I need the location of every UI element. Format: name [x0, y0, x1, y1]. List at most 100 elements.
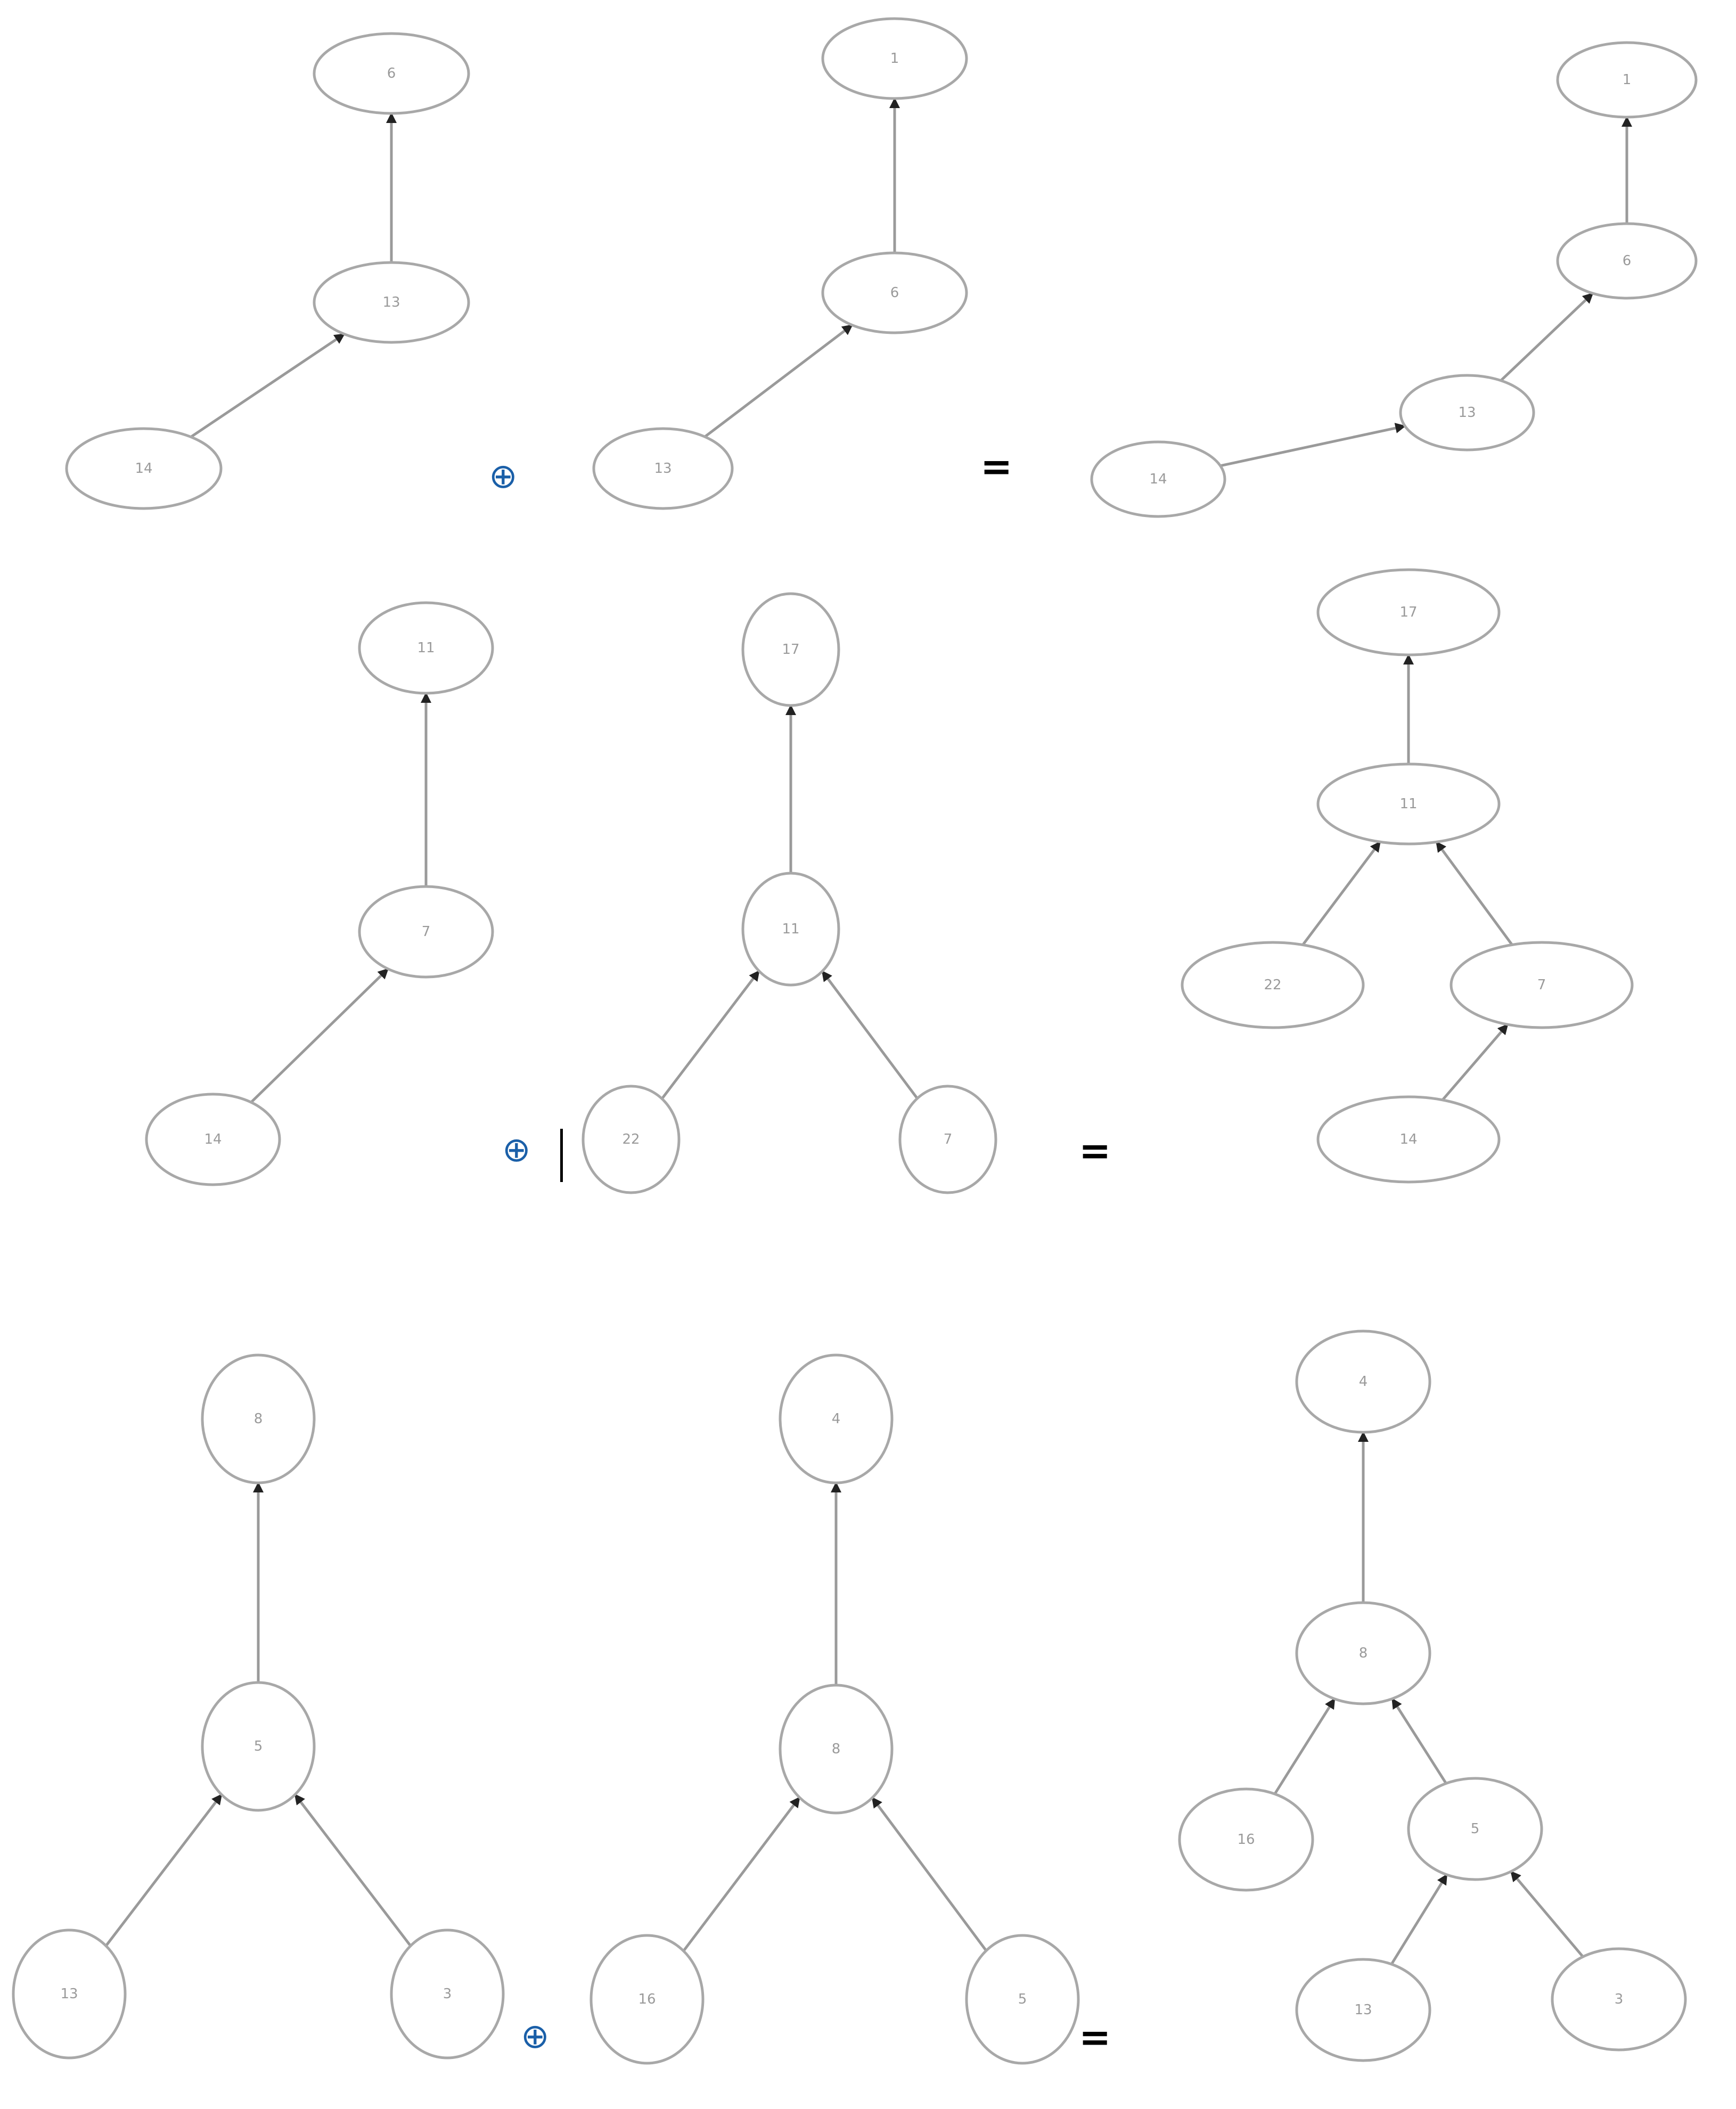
node-ellipse — [1181, 941, 1365, 1029]
node-label: 11 — [1399, 796, 1417, 812]
node-ellipse — [1407, 1777, 1543, 1881]
tree-node: 16 — [1178, 1787, 1314, 1892]
node-ellipse — [1295, 1330, 1431, 1434]
node-ellipse — [1551, 1947, 1687, 2051]
tree-node: 6 — [1556, 222, 1698, 300]
tree-node: 3 — [1551, 1947, 1687, 2051]
node-label: 1 — [1623, 72, 1632, 88]
node-ellipse — [821, 251, 968, 334]
tree-node: 13 — [12, 1929, 127, 2059]
text-cursor — [560, 1129, 563, 1182]
node-label: 22 — [1264, 977, 1281, 993]
equals-sign: = — [1079, 1128, 1111, 1173]
node-ellipse — [1090, 440, 1226, 518]
tree-edge-arrow — [821, 970, 919, 1099]
node-ellipse — [65, 427, 223, 510]
node-label: 5 — [254, 1738, 263, 1754]
node-label: 7 — [944, 1131, 953, 1147]
tree-edge-arrow — [661, 970, 760, 1100]
tree-node: 8 — [201, 1353, 316, 1484]
node-ellipse — [965, 1934, 1080, 2065]
node-label: 11 — [782, 921, 799, 937]
tree-edge-arrow — [1390, 1874, 1448, 1965]
tree-edge-arrow — [1500, 292, 1594, 382]
tree-edge-arrow — [682, 1796, 801, 1952]
tree-node: 6 — [821, 251, 968, 334]
node-label: 3 — [1615, 1991, 1624, 2007]
node-ellipse — [1316, 1095, 1501, 1184]
tree-edge-arrow — [871, 1796, 987, 1952]
edges-layer — [105, 97, 1632, 1965]
node-ellipse — [1178, 1787, 1314, 1892]
tree-node: 11 — [741, 872, 840, 987]
node-label: 3 — [443, 1986, 452, 2002]
node-label: 8 — [1359, 1645, 1368, 1661]
node-ellipse — [589, 1934, 705, 2065]
node-ellipse — [1399, 374, 1535, 452]
tree-edge-arrow — [1435, 841, 1513, 946]
node-ellipse — [201, 1353, 316, 1484]
node-label: 8 — [832, 1741, 841, 1757]
node-label: 16 — [638, 1991, 656, 2007]
tree-node: 3 — [390, 1929, 505, 2059]
tree-node: 22 — [582, 1085, 681, 1194]
node-ellipse — [12, 1929, 127, 2059]
node-ellipse — [779, 1684, 894, 1815]
equals-sign: = — [980, 444, 1013, 489]
node-label: 17 — [1399, 604, 1417, 620]
node-label: 22 — [622, 1131, 640, 1147]
tree-node: 5 — [201, 1681, 316, 1812]
tree-edge-arrow — [1301, 841, 1381, 946]
node-label: 13 — [654, 461, 672, 477]
merge-operator-icon: ⊕ — [502, 1130, 531, 1170]
equals-sign: = — [1079, 2015, 1111, 2059]
merge-operator-icon: ⊕ — [521, 2017, 550, 2056]
node-label: 13 — [60, 1986, 78, 2002]
tree-node: 4 — [1295, 1330, 1431, 1434]
tree-node: 13 — [313, 261, 470, 344]
node-label: 7 — [422, 924, 431, 940]
tree-node: 7 — [358, 885, 494, 979]
tree-edge-arrow — [1220, 423, 1406, 467]
node-label: 4 — [832, 1411, 841, 1427]
node-label: 7 — [1537, 977, 1546, 993]
node-ellipse — [201, 1681, 316, 1812]
node-label: 5 — [1018, 1991, 1027, 2007]
tree-node: 13 — [1295, 1958, 1431, 2062]
node-label: 14 — [1399, 1131, 1417, 1147]
node-label: 11 — [417, 640, 435, 656]
node-ellipse — [1556, 222, 1698, 300]
tree-node: 8 — [1295, 1601, 1431, 1705]
node-ellipse — [592, 427, 734, 510]
tree-node: 13 — [1399, 374, 1535, 452]
tree-node: 1 — [1556, 41, 1698, 119]
tree-node: 16 — [589, 1934, 705, 2065]
node-ellipse — [779, 1353, 894, 1484]
node-ellipse — [821, 17, 968, 100]
node-ellipse — [1295, 1958, 1431, 2062]
node-ellipse — [313, 261, 470, 344]
tree-node: 11 — [1316, 762, 1501, 846]
node-ellipse — [741, 592, 840, 707]
tree-node: 5 — [1407, 1777, 1543, 1881]
tree-edge-arrow — [294, 1793, 412, 1947]
node-ellipse — [358, 885, 494, 979]
node-label: 17 — [782, 642, 799, 658]
tree-node: 6 — [313, 32, 470, 115]
tree-edge-arrow — [190, 333, 346, 438]
node-label: 5 — [1471, 1821, 1480, 1837]
node-ellipse — [358, 601, 494, 695]
tree-node: 13 — [592, 427, 734, 510]
tree-node: 14 — [1316, 1095, 1501, 1184]
tree-node: 5 — [965, 1934, 1080, 2065]
node-label: 4 — [1359, 1374, 1368, 1390]
tree-node: 4 — [779, 1353, 894, 1484]
node-ellipse — [390, 1929, 505, 2059]
node-ellipse — [898, 1085, 997, 1194]
tree-edge-arrow — [105, 1793, 223, 1947]
tree-node: 1 — [821, 17, 968, 100]
node-ellipse — [145, 1093, 281, 1186]
node-label: 6 — [387, 65, 396, 81]
